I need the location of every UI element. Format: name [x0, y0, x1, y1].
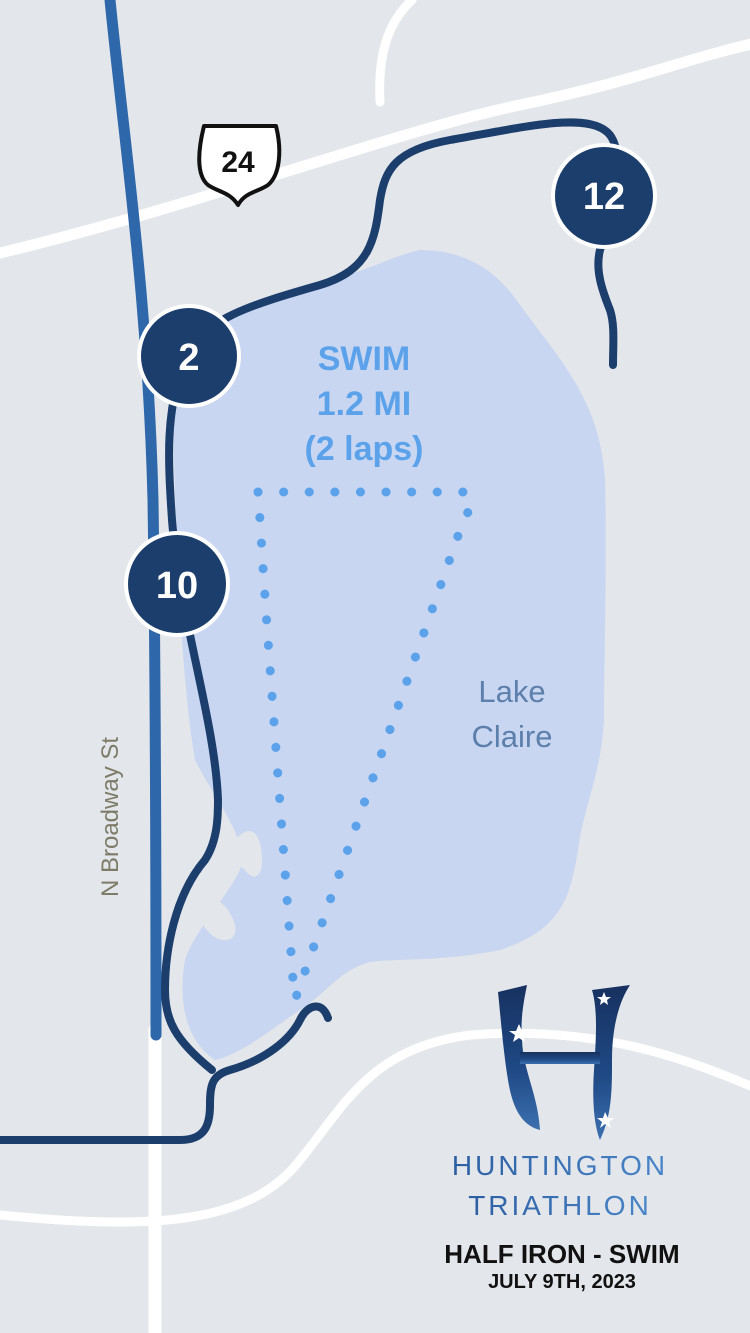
- swim-laps: (2 laps): [304, 430, 423, 468]
- shield-icon: [197, 124, 282, 207]
- lake-claire: [173, 250, 606, 1060]
- star-icon: [597, 992, 611, 1005]
- swim-title: SWIM: [318, 340, 411, 378]
- h-letter-icon: [498, 985, 630, 1140]
- lake-name-line1: Lake: [478, 674, 545, 709]
- route-main: [0, 1002, 332, 1144]
- marker-number: 2: [178, 337, 199, 379]
- n-broadway-st-road: [104, 0, 162, 1041]
- marker-circle: [551, 143, 657, 249]
- road-south-curve: [0, 1028, 750, 1227]
- mile-marker-2: 2: [137, 304, 241, 408]
- swim-distance: 1.2 MI: [317, 385, 411, 423]
- road-north-spur: [375, 0, 417, 107]
- logo-line2: TRIATHLON: [468, 1190, 652, 1221]
- mile-marker-12: 12: [551, 143, 657, 249]
- swim-course-path: [253, 487, 475, 1005]
- lake-label: Lake Claire: [472, 674, 553, 754]
- lake-name-line2: Claire: [472, 719, 553, 754]
- logo-line1: HUNTINGTON: [452, 1150, 668, 1181]
- lake-cove: [232, 831, 262, 877]
- road-highway-24: [0, 38, 750, 259]
- marker-circle: [124, 531, 230, 637]
- shield-number: 24: [221, 146, 255, 179]
- street-label: N Broadway St: [97, 737, 124, 897]
- h-crossbar: [520, 1052, 600, 1064]
- us-route-24-shield: 24: [197, 124, 282, 207]
- marker-number: 12: [583, 176, 625, 218]
- lake-inlet: [197, 896, 236, 941]
- mile-marker-10: 10: [124, 531, 230, 637]
- marker-number: 10: [156, 565, 198, 607]
- swim-label: SWIM 1.2 MI (2 laps): [304, 340, 423, 468]
- event-title: HALF IRON - SWIM: [444, 1239, 679, 1269]
- h-right-stem: [592, 985, 630, 1140]
- marker-circle: [137, 304, 241, 408]
- star-icon: [509, 1024, 529, 1042]
- event-date: JULY 9TH, 2023: [488, 1271, 636, 1293]
- huntington-logo: HUNTINGTON TRIATHLON: [452, 985, 668, 1221]
- h-left-stem: [498, 985, 540, 1130]
- star-icon: [597, 1112, 614, 1128]
